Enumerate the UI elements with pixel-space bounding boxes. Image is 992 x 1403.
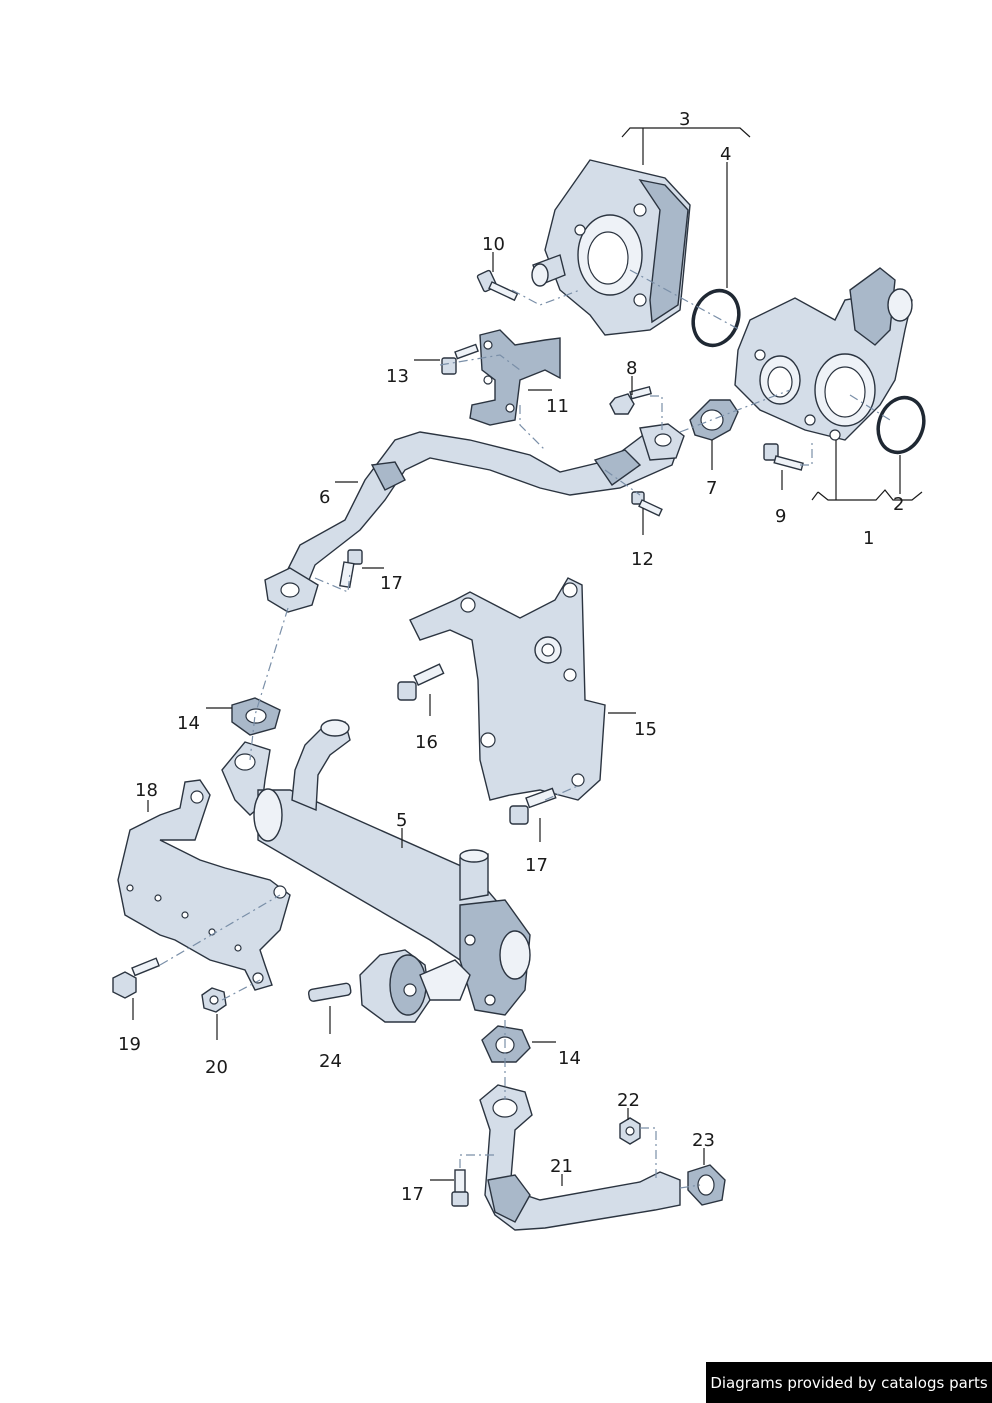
bolt-10: [476, 269, 519, 302]
callout-11: 11: [546, 396, 569, 417]
bolt-13: [441, 343, 479, 375]
callout-14-lower: 14: [558, 1048, 581, 1069]
bolt-17-upper: [339, 549, 363, 589]
callout-3: 3: [679, 109, 690, 130]
callout-labels: 3 4 10 13 8 11 7 9 2 1 6 12 17 14 15 16 …: [118, 109, 904, 1205]
callout-21: 21: [550, 1156, 573, 1177]
o-ring-2: [876, 395, 926, 455]
callout-19: 19: [118, 1034, 141, 1055]
bracket-11: [469, 329, 561, 426]
leader-lines: [132, 127, 923, 1186]
actuator-24: [307, 949, 471, 1023]
bracket-15: [409, 577, 606, 801]
callout-5: 5: [396, 810, 407, 831]
callout-24: 24: [319, 1051, 342, 1072]
callout-6: 6: [319, 487, 330, 508]
callout-14-upper: 14: [177, 713, 200, 734]
credit-text: Diagrams provided by catalogs parts: [710, 1373, 988, 1392]
bolt-12: [631, 491, 663, 517]
callout-17-middle: 17: [525, 855, 548, 876]
callout-2: 2: [893, 494, 904, 515]
callout-22: 22: [617, 1090, 640, 1111]
callout-1: 1: [863, 528, 874, 549]
callout-4: 4: [720, 144, 731, 165]
bolt-8: [609, 385, 652, 415]
callout-15: 15: [634, 719, 657, 740]
callout-16: 16: [415, 732, 438, 753]
egr-cooler-5: [221, 719, 531, 1016]
callout-13: 13: [386, 366, 409, 387]
gasket-14-lower: [481, 1025, 531, 1063]
credit-badge: Diagrams provided by catalogs parts: [706, 1362, 992, 1403]
egr-pipe-6: [264, 423, 685, 613]
bolt-16: [397, 663, 445, 701]
pipe-21: [479, 1084, 681, 1231]
callout-18: 18: [135, 780, 158, 801]
o-ring-4: [691, 288, 741, 348]
callout-23: 23: [692, 1130, 715, 1151]
bolt-17-middle: [509, 787, 557, 825]
callout-17-upper: 17: [380, 573, 403, 594]
callout-10: 10: [482, 234, 505, 255]
heat-shield-18: [117, 779, 291, 991]
egr-valve-1: [734, 267, 913, 441]
nut-22: [619, 1117, 641, 1145]
callout-17-lower: 17: [401, 1184, 424, 1205]
gasket-23: [687, 1164, 726, 1206]
nut-20: [201, 987, 227, 1013]
assembly-lines: [159, 269, 891, 1189]
bolt-19: [112, 957, 161, 999]
gasket-7: [689, 399, 739, 441]
callout-9: 9: [775, 506, 786, 527]
bolt-9: [763, 443, 804, 471]
callout-20: 20: [205, 1057, 228, 1078]
callout-7: 7: [706, 478, 717, 499]
callout-8: 8: [626, 358, 637, 379]
callout-12: 12: [631, 549, 654, 570]
valve-housing-3: [531, 159, 691, 336]
gasket-14-upper: [231, 697, 281, 736]
bolt-17-lower: [451, 1169, 469, 1207]
